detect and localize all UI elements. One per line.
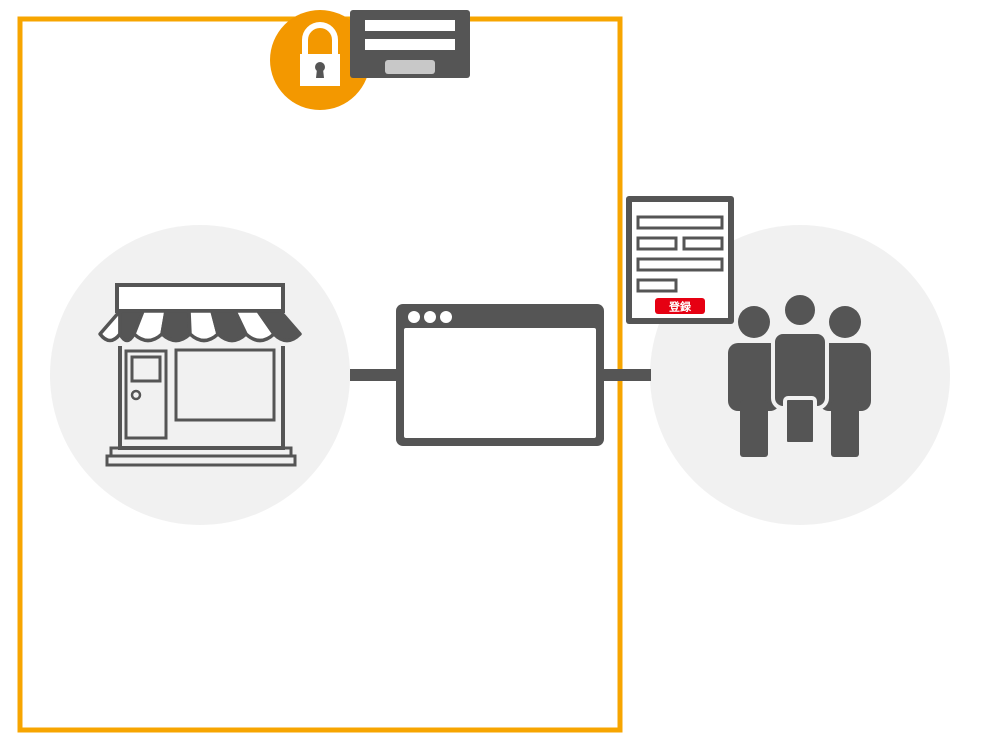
register-button-label: 登録 xyxy=(668,300,692,314)
browser-window-icon xyxy=(396,304,604,446)
registration-form-icon: 登録 xyxy=(626,196,734,324)
register-button xyxy=(655,298,705,314)
connector-store-browser xyxy=(350,369,398,381)
login-form-icon xyxy=(350,10,470,78)
connector-browser-users xyxy=(603,369,651,381)
users-group-icon xyxy=(728,291,871,457)
store-background-circle xyxy=(50,225,350,525)
lock-icon xyxy=(270,10,370,110)
store-icon xyxy=(98,283,302,467)
login-button xyxy=(385,60,435,74)
